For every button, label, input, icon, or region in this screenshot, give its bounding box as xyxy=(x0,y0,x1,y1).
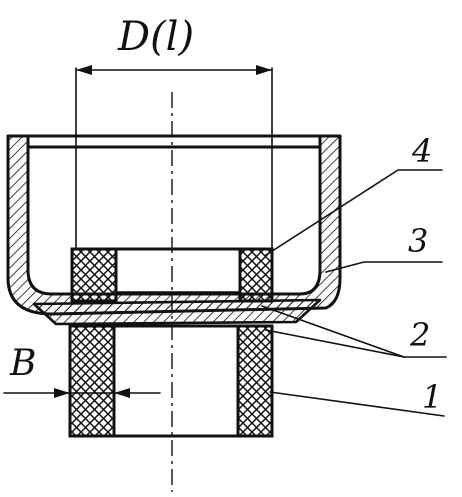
part-1-lower-ring xyxy=(68,324,274,438)
part-2-plate xyxy=(32,298,322,326)
leaders: 4 3 2 1 xyxy=(261,132,447,417)
part-3-cup xyxy=(6,134,342,316)
part-label-1: 1 xyxy=(422,378,442,416)
dimension-b: B xyxy=(3,343,161,398)
upper-housing-outline xyxy=(6,134,342,149)
width-label: B xyxy=(9,343,36,384)
part-label-3: 3 xyxy=(408,222,428,260)
part-label-4: 4 xyxy=(411,132,432,170)
part-label-2: 2 xyxy=(409,316,430,354)
dimension-d: D(l) xyxy=(75,14,273,250)
dimension-label: D(l) xyxy=(117,14,194,60)
